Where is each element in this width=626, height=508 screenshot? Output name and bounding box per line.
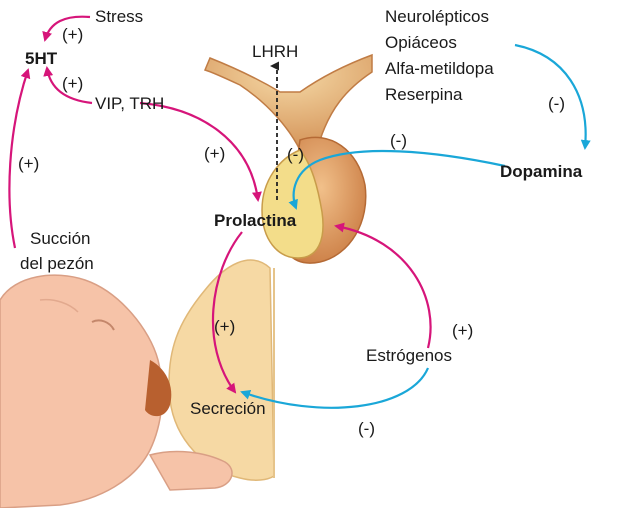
label-dopamina: Dopamina — [500, 163, 582, 180]
label-estrogenos: Estrógenos — [366, 347, 452, 364]
label-minus-dopamina: (-) — [390, 132, 407, 149]
label-plus-left: (+) — [18, 155, 39, 172]
label-succion-1: Succión — [30, 230, 90, 247]
label-drug-1: Neurolépticos — [385, 8, 489, 25]
label-minus-drugs: (-) — [548, 95, 565, 112]
label-succion-2: del pezón — [20, 255, 94, 272]
label-plus-estrogenos: (+) — [452, 322, 473, 339]
label-prolactina: Prolactina — [214, 212, 296, 229]
label-drug-4: Reserpina — [385, 86, 463, 103]
label-drug-2: Opiáceos — [385, 34, 457, 51]
arrow-estrogenos-to-prolactina — [336, 226, 431, 348]
label-vip-trh: VIP, TRH — [95, 95, 164, 112]
label-minus-pituitary: (-) — [287, 146, 304, 163]
label-plus-stress: (+) — [62, 26, 83, 43]
label-plus-vip-prolactina: (+) — [204, 145, 225, 162]
label-drug-3: Alfa-metildopa — [385, 60, 494, 77]
label-plus-secrecion: (+) — [214, 318, 235, 335]
label-lhrh: LHRH — [252, 43, 298, 60]
label-stress: Stress — [95, 8, 143, 25]
label-secrecion: Secreción — [190, 400, 266, 417]
label-plus-vip: (+) — [62, 75, 83, 92]
label-5ht: 5HT — [25, 50, 57, 67]
arrow-vip-to-prolactina — [140, 103, 258, 200]
pituitary-stalk — [205, 55, 372, 150]
label-minus-estrogenos: (-) — [358, 420, 375, 437]
